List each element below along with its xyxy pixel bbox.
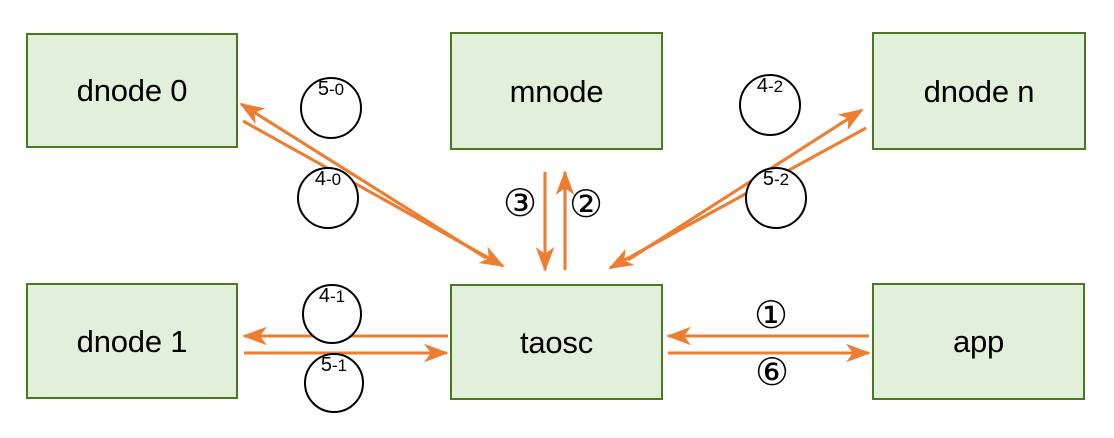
step-label-5-2: 5-2: [745, 167, 807, 229]
step-label-4-1-main: 4: [318, 285, 330, 307]
node-dnode-n[interactable]: dnode n: [872, 32, 1086, 150]
step-label-6: ⑥: [754, 350, 790, 394]
node-dnode-1[interactable]: dnode 1: [26, 283, 238, 399]
step-label-4-1: 4-1: [302, 284, 362, 344]
step-label-5-2-main: 5: [762, 168, 774, 190]
node-mnode[interactable]: mnode: [450, 32, 663, 150]
step-label-4-0: 4-0: [297, 167, 359, 229]
step-label-5-1-sub: -1: [332, 356, 348, 375]
node-label-dnode-1: dnode 1: [76, 323, 188, 359]
step-label-4-1-sub: -1: [330, 287, 346, 306]
node-label-mnode: mnode: [509, 73, 604, 109]
node-label-dnode-n: dnode n: [923, 73, 1035, 109]
step-label-3: ③: [502, 181, 538, 225]
node-label-dnode-0: dnode 0: [76, 73, 188, 108]
step-label-4-2: 4-2: [739, 74, 801, 136]
node-label-taosc: taosc: [519, 324, 594, 360]
step-label-4-2-main: 4: [756, 75, 768, 97]
step-label-5-1: 5-1: [304, 353, 364, 413]
step-label-5-1-main: 5: [320, 354, 332, 376]
step-label-2: ②: [568, 182, 604, 226]
step-label-5-0: 5-0: [300, 77, 362, 139]
step-label-5-0-main: 5: [317, 78, 329, 100]
node-dnode-0[interactable]: dnode 0: [26, 33, 238, 148]
arrow-4-2: [627, 108, 864, 262]
node-app[interactable]: app: [872, 283, 1085, 400]
node-taosc[interactable]: taosc: [450, 284, 663, 400]
step-label-4-2-sub: -2: [768, 77, 784, 96]
step-label-1: ①: [753, 293, 789, 337]
step-label-4-0-sub: -0: [326, 170, 342, 189]
node-label-app: app: [952, 324, 1005, 359]
step-label-5-0-sub: -0: [329, 80, 345, 99]
step-label-4-0-main: 4: [314, 168, 326, 190]
step-label-5-2-sub: -2: [774, 170, 790, 189]
